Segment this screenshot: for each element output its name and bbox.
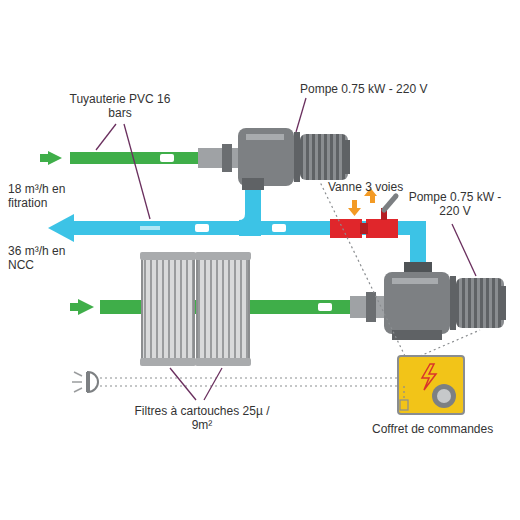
lamp xyxy=(72,372,98,392)
cartridge-filters xyxy=(140,252,251,366)
pump-top xyxy=(198,128,350,190)
callout-label: Pompe 0.75 kW - 220 V xyxy=(398,190,512,219)
callout-label: Tuyauterie PVC 16 bars xyxy=(66,92,174,121)
callout-label: 18 m³/h en fitration xyxy=(8,182,74,211)
control-box xyxy=(398,356,464,414)
three-way-valve xyxy=(330,188,398,238)
callout-label: 36 m³/h en NCC xyxy=(8,244,74,273)
callout-label: Pompe 0.75 kW - 220 V xyxy=(300,82,450,96)
leader-lines xyxy=(96,98,476,400)
discharge-pipe xyxy=(48,180,432,274)
electric-wires xyxy=(100,182,480,410)
inlet-pipe-top xyxy=(40,151,200,165)
pump-bottom xyxy=(350,272,506,340)
callout-label: Coffret de commandes xyxy=(372,422,514,436)
callout-label: Filtres à cartouches 25µ / 9m² xyxy=(132,404,272,433)
